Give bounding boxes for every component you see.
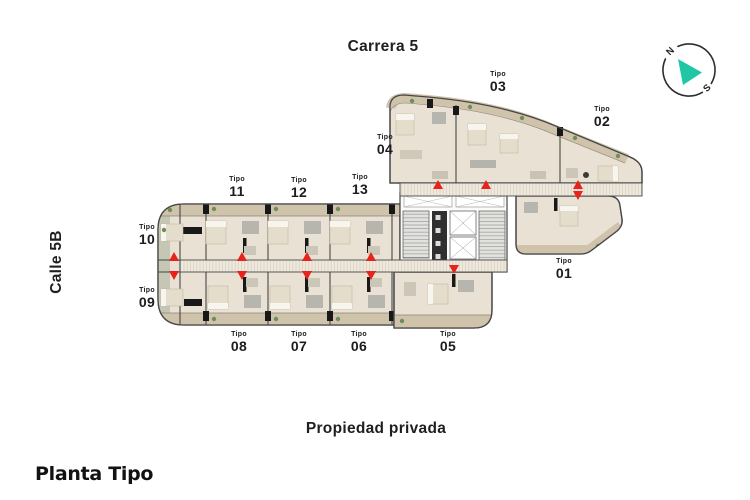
unit-label-03: Tipo 03 — [468, 71, 528, 93]
entrance-marker-up — [573, 180, 583, 189]
entrance-marker-down — [169, 271, 179, 280]
compass-icon: N S — [662, 43, 716, 97]
unit-label-prefix: Tipo — [139, 287, 155, 294]
entrance-marker-down — [449, 265, 459, 274]
entrance-marker-down — [366, 271, 376, 280]
unit-label-10: Tipo 10 — [117, 224, 177, 246]
unit-label-number: 06 — [350, 338, 368, 354]
stairwell-left — [402, 210, 430, 259]
unit-label-prefix: Tipo — [351, 331, 367, 338]
unit-label-number: 08 — [230, 338, 248, 354]
unit-label-04: Tipo 04 — [355, 134, 415, 156]
compass-needle — [678, 59, 702, 85]
entrance-marker-down — [573, 191, 583, 200]
unit-05-block — [393, 271, 493, 329]
unit-label-01: Tipo 01 — [534, 258, 594, 280]
unit-label-number: 13 — [351, 181, 369, 197]
unit-label-number: 10 — [138, 231, 156, 247]
unit-label-number: 01 — [555, 265, 573, 281]
unit-label-05: Tipo 05 — [418, 331, 478, 353]
unit-label-09: Tipo 09 — [117, 287, 177, 309]
entrance-marker-up — [481, 180, 491, 189]
unit-label-number: 05 — [439, 338, 457, 354]
entrance-marker-up — [302, 252, 312, 261]
street-label-top: Carrera 5 — [347, 38, 419, 55]
street-label-bottom: Propiedad privada — [305, 420, 447, 437]
unit-label-prefix: Tipo — [377, 134, 393, 141]
entrance-marker-up — [366, 252, 376, 261]
service-shaft — [432, 211, 447, 268]
unit-label-prefix: Tipo — [594, 106, 610, 113]
unit-label-13: Tipo 13 — [330, 174, 390, 196]
unit-label-number: 09 — [138, 294, 156, 310]
unit-label-number: 04 — [376, 141, 394, 157]
entrance-marker-down — [237, 271, 247, 280]
unit-label-11: Tipo 11 — [207, 176, 267, 198]
furniture-bottom-band — [207, 278, 385, 310]
unit-label-number: 12 — [290, 184, 308, 200]
unit-label-07: Tipo 07 — [269, 331, 329, 353]
upper-wing — [386, 92, 643, 184]
compass-north-label: N — [664, 45, 677, 58]
unit-01-block — [515, 195, 623, 255]
entrance-marker-up — [433, 180, 443, 189]
stair-elevator-core — [399, 192, 508, 273]
unit-label-number: 11 — [229, 183, 245, 199]
corridor-main — [179, 259, 508, 273]
unit-label-prefix: Tipo — [556, 258, 572, 265]
compass-south-label: S — [701, 82, 713, 94]
furniture-top-band — [205, 220, 383, 255]
entrance-markers — [169, 180, 583, 280]
unit-label-prefix: Tipo — [440, 331, 456, 338]
unit-label-12: Tipo 12 — [269, 177, 329, 199]
stairwell-right — [478, 210, 506, 261]
unit-label-number: 03 — [489, 78, 507, 94]
unit-label-08: Tipo 08 — [209, 331, 269, 353]
unit-label-prefix: Tipo — [229, 176, 245, 183]
unit-label-prefix: Tipo — [231, 331, 247, 338]
entrance-marker-up — [237, 252, 247, 261]
unit-label-number: 02 — [593, 113, 611, 129]
unit-label-prefix: Tipo — [352, 174, 368, 181]
street-label-left: Calle 5B — [48, 230, 65, 294]
unit-label-06: Tipo 06 — [329, 331, 389, 353]
unit-label-prefix: Tipo — [291, 331, 307, 338]
unit-label-prefix: Tipo — [291, 177, 307, 184]
entrance-marker-down — [302, 271, 312, 280]
unit-label-number: 07 — [290, 338, 308, 354]
unit-label-prefix: Tipo — [490, 71, 506, 78]
balcony-plants — [161, 206, 341, 322]
page-title: Planta Tipo — [35, 463, 154, 485]
unit-label-prefix: Tipo — [139, 224, 155, 231]
unit-label-02: Tipo 02 — [572, 106, 632, 128]
entrance-marker-up — [169, 252, 179, 261]
